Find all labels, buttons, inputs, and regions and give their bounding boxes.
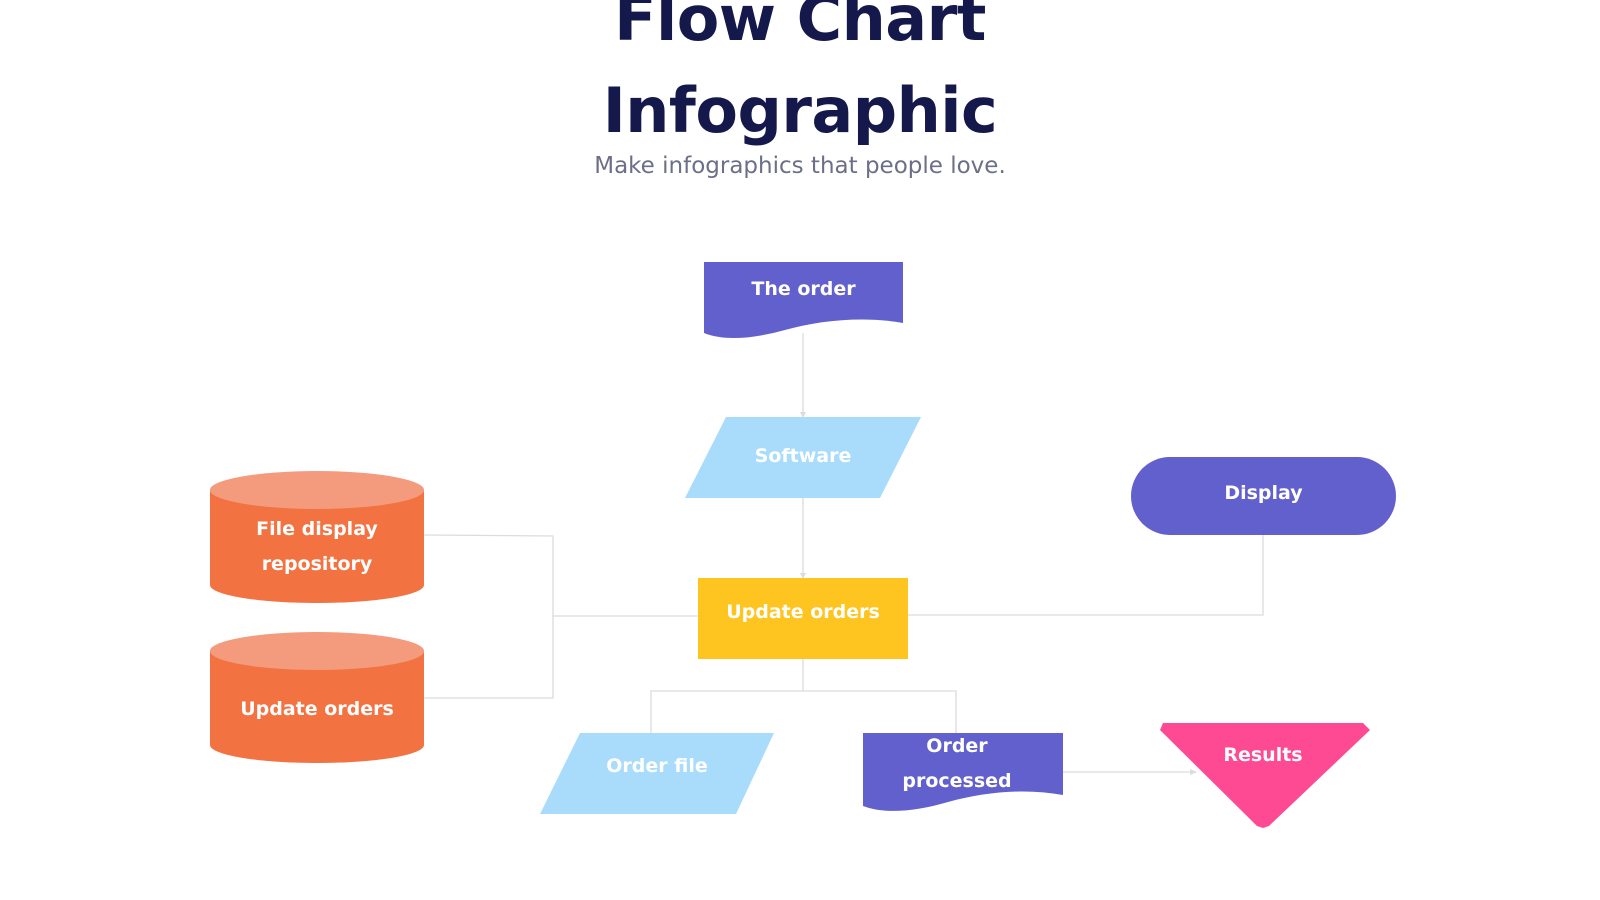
arrowhead-software (800, 412, 806, 418)
label-software: Software (754, 445, 852, 467)
label-update-orders-database: Update orders (240, 698, 394, 720)
label-file-display-repository: File display repository (256, 518, 378, 575)
node-update-orders-database (210, 632, 424, 763)
label-results: Results (1223, 744, 1303, 766)
label-update-orders: Update orders (726, 601, 880, 623)
subtitle: Make infographics that people love. (594, 153, 1006, 179)
node-order-processed (863, 733, 1063, 811)
label-order-processed: Order processed (902, 735, 1012, 792)
title-line-1: Flow Chart (614, 0, 986, 55)
node-the-order (704, 262, 903, 339)
connectors (423, 333, 1264, 773)
connector-arrowheads (800, 412, 1197, 775)
node-results (1160, 723, 1370, 828)
connector-update-display (908, 535, 1264, 616)
node-display (1131, 457, 1396, 535)
connector-update-processed (803, 690, 957, 733)
node-software (685, 417, 921, 498)
arrowhead-update (800, 573, 806, 579)
label-display: Display (1224, 482, 1303, 504)
node-order-file (540, 733, 774, 814)
node-update-orders (698, 578, 908, 659)
arrowhead-results (1190, 769, 1197, 775)
label-order-file: Order file (606, 755, 708, 777)
connector-update-orderfile (650, 659, 804, 733)
node-file-display-repository (210, 471, 424, 603)
connector-databases (423, 534, 554, 699)
title-line-2: Infographic (602, 74, 998, 147)
label-the-order: The order (751, 278, 856, 300)
